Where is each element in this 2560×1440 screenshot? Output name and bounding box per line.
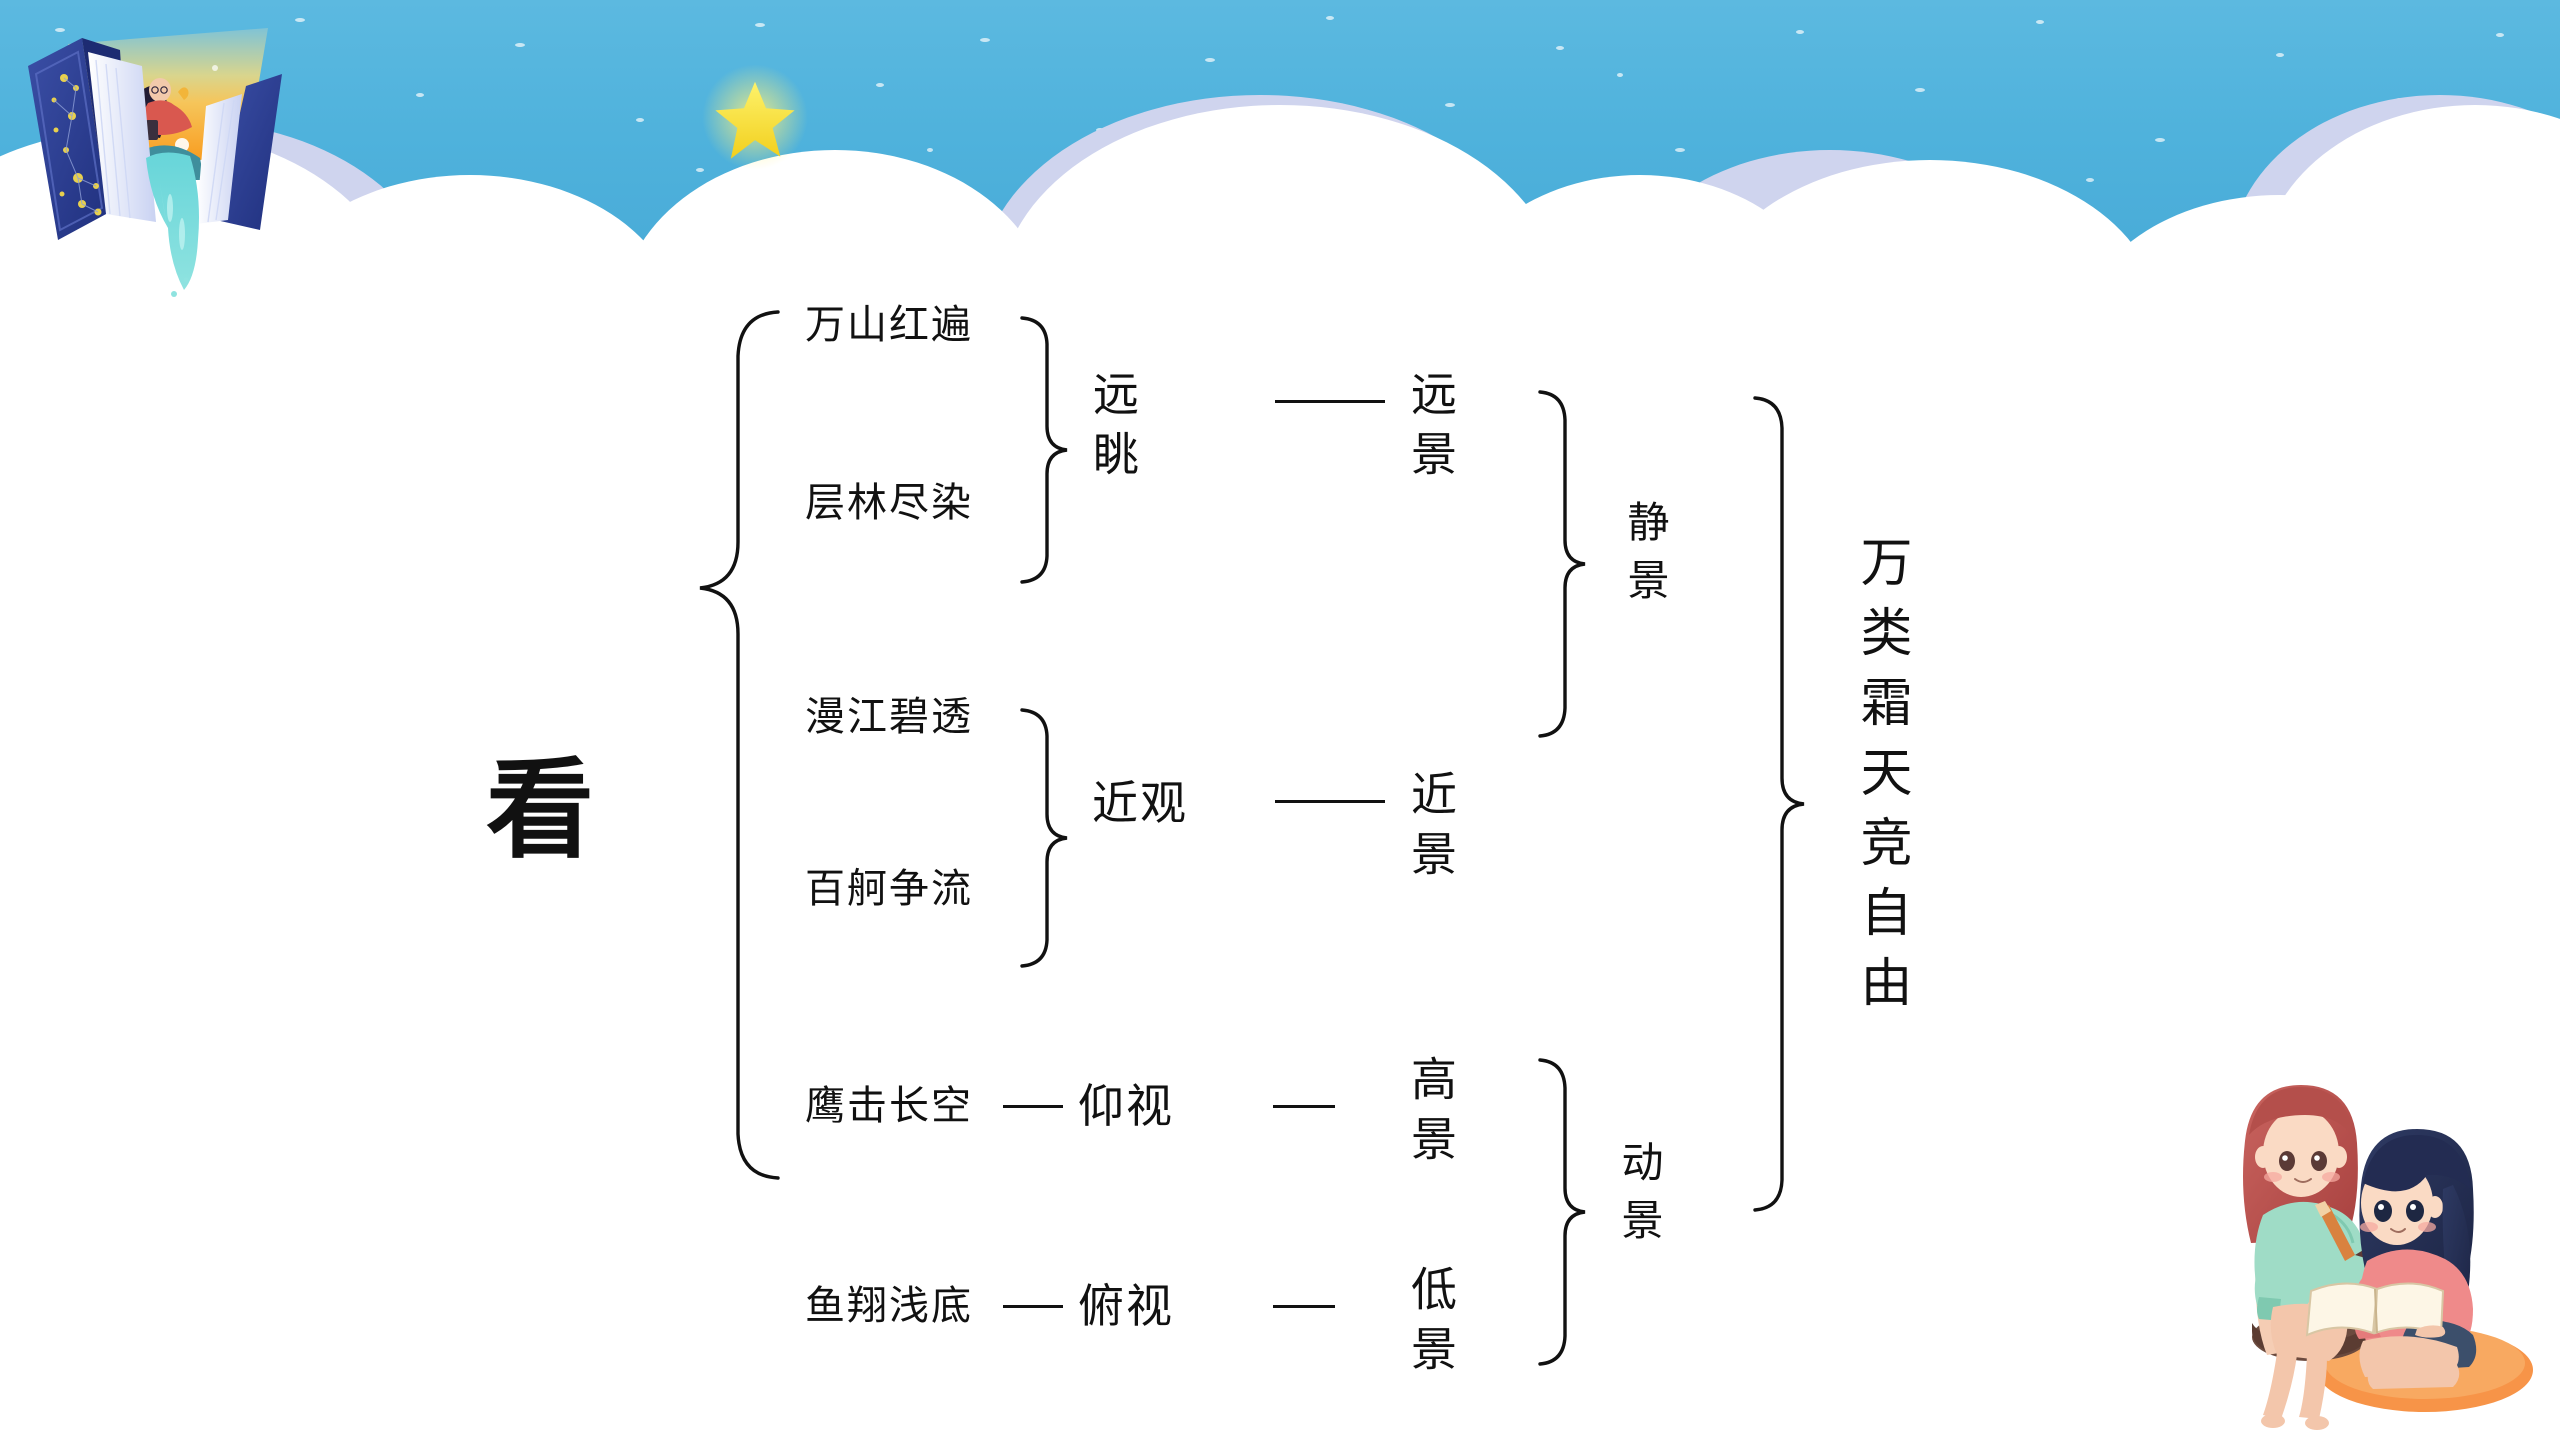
connector-dash — [1003, 1305, 1063, 1308]
diagram-root-node: 看 — [486, 749, 595, 870]
poem-line-2: 层林尽染 — [805, 481, 973, 525]
poem-line-4: 百舸争流 — [805, 867, 973, 911]
view-node-far: 远眺 — [1087, 370, 1139, 490]
poem-line-1: 万山红遍 — [805, 303, 973, 347]
view-node-down: 俯视 — [1078, 1280, 1174, 1332]
connector-dash — [1273, 1305, 1335, 1308]
poem-line-6: 鱼翔浅底 — [805, 1284, 973, 1328]
connector-dash — [1273, 1105, 1335, 1108]
poem-line-3: 漫江碧透 — [805, 695, 973, 739]
scene-node-near: 近景 — [1405, 770, 1457, 890]
connector-dash — [1003, 1105, 1063, 1108]
connector-dash — [1275, 400, 1385, 403]
group-node-dynamic: 动景 — [1616, 1140, 1663, 1256]
view-node-near: 近观 — [1092, 777, 1188, 829]
connector-dash — [1275, 800, 1385, 803]
two-girls-reading-illustration — [2243, 1085, 2533, 1430]
view-node-up: 仰视 — [1078, 1080, 1174, 1132]
sky-bottom-mask — [0, 270, 2560, 300]
scene-node-high: 高景 — [1405, 1055, 1457, 1175]
conclusion-node: 万类霜天竞自由 — [1852, 535, 1910, 1025]
sky-banner — [0, 0, 2560, 300]
scene-node-low: 低景 — [1405, 1265, 1457, 1385]
yellow-star-icon — [702, 64, 808, 170]
poem-line-5: 鹰击长空 — [805, 1084, 973, 1128]
group-node-static: 静景 — [1622, 500, 1669, 616]
scene-node-far: 远景 — [1405, 370, 1457, 490]
open-book-illustration — [28, 28, 282, 297]
